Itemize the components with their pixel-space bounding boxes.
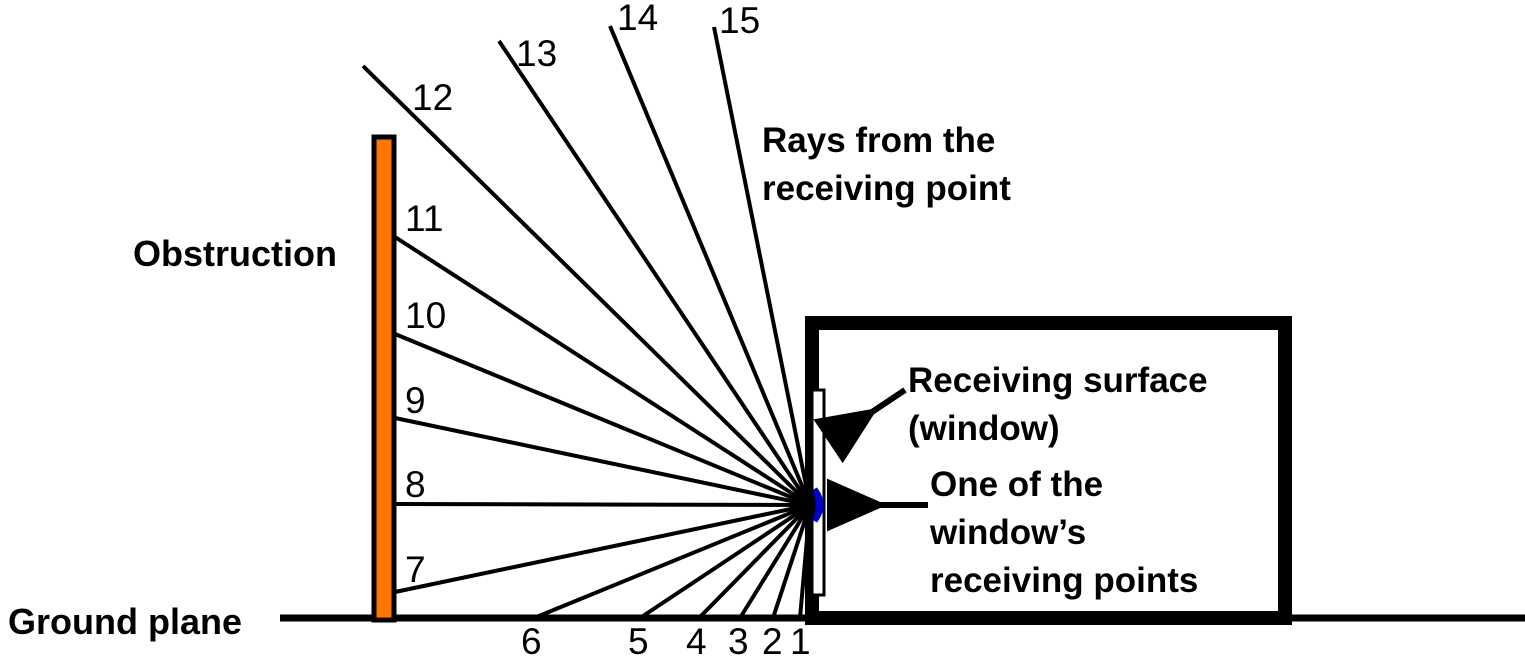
ray-label-9: 9 bbox=[405, 380, 426, 421]
rays-title-line1: Rays from the bbox=[762, 121, 995, 160]
ground-plane-label: Ground plane bbox=[8, 601, 242, 642]
receiving-surface-arrow bbox=[813, 387, 907, 464]
ray-label-14: 14 bbox=[617, 0, 658, 38]
ray-label-2: 2 bbox=[762, 621, 783, 658]
ray-label-11: 11 bbox=[405, 198, 443, 239]
ray-line-3 bbox=[738, 503, 812, 620]
ray-label-10: 10 bbox=[405, 295, 446, 336]
receiving-point-label-line3: receiving points bbox=[930, 561, 1198, 600]
ray-line-4 bbox=[697, 503, 812, 620]
ray-line-2 bbox=[771, 504, 812, 619]
ray-line-13 bbox=[497, 39, 812, 507]
ray-label-5: 5 bbox=[628, 621, 649, 658]
ray-label-3: 3 bbox=[728, 621, 749, 658]
ray-label-8: 8 bbox=[405, 464, 426, 505]
rays-group bbox=[361, 25, 812, 620]
rays-title-line2: receiving point bbox=[762, 169, 1011, 208]
receiving-point-crescent bbox=[812, 487, 824, 523]
ray-line-12 bbox=[361, 64, 812, 507]
ray-label-6: 6 bbox=[521, 621, 542, 658]
ray-line-8 bbox=[394, 502, 811, 507]
receiving-surface-label-line2: (window) bbox=[908, 409, 1060, 448]
receiving-point-label-line1: One of the bbox=[930, 465, 1103, 504]
ray-line-15 bbox=[712, 26, 812, 506]
ray-line-10 bbox=[394, 332, 811, 507]
ray-line-11 bbox=[393, 235, 812, 507]
ray-line-7 bbox=[394, 503, 811, 594]
ray-line-6 bbox=[533, 503, 811, 620]
ray-line-9 bbox=[394, 416, 811, 507]
obstruction-label: Obstruction bbox=[133, 233, 337, 274]
ray-label-12: 12 bbox=[412, 77, 453, 118]
ray-line-5 bbox=[638, 503, 812, 620]
building-outline bbox=[805, 316, 1292, 625]
obstruction-bar bbox=[371, 134, 397, 623]
receiving-point-label-line2: window’s bbox=[929, 513, 1086, 552]
ray-label-7: 7 bbox=[405, 549, 426, 590]
ray-label-1: 1 bbox=[790, 621, 811, 658]
ray-label-13: 13 bbox=[516, 33, 557, 74]
receiving-surface-label-line1: Receiving surface bbox=[908, 361, 1208, 400]
ray-label-15: 15 bbox=[719, 0, 760, 41]
ray-line-14 bbox=[608, 25, 812, 506]
ray-label-4: 4 bbox=[686, 621, 707, 658]
